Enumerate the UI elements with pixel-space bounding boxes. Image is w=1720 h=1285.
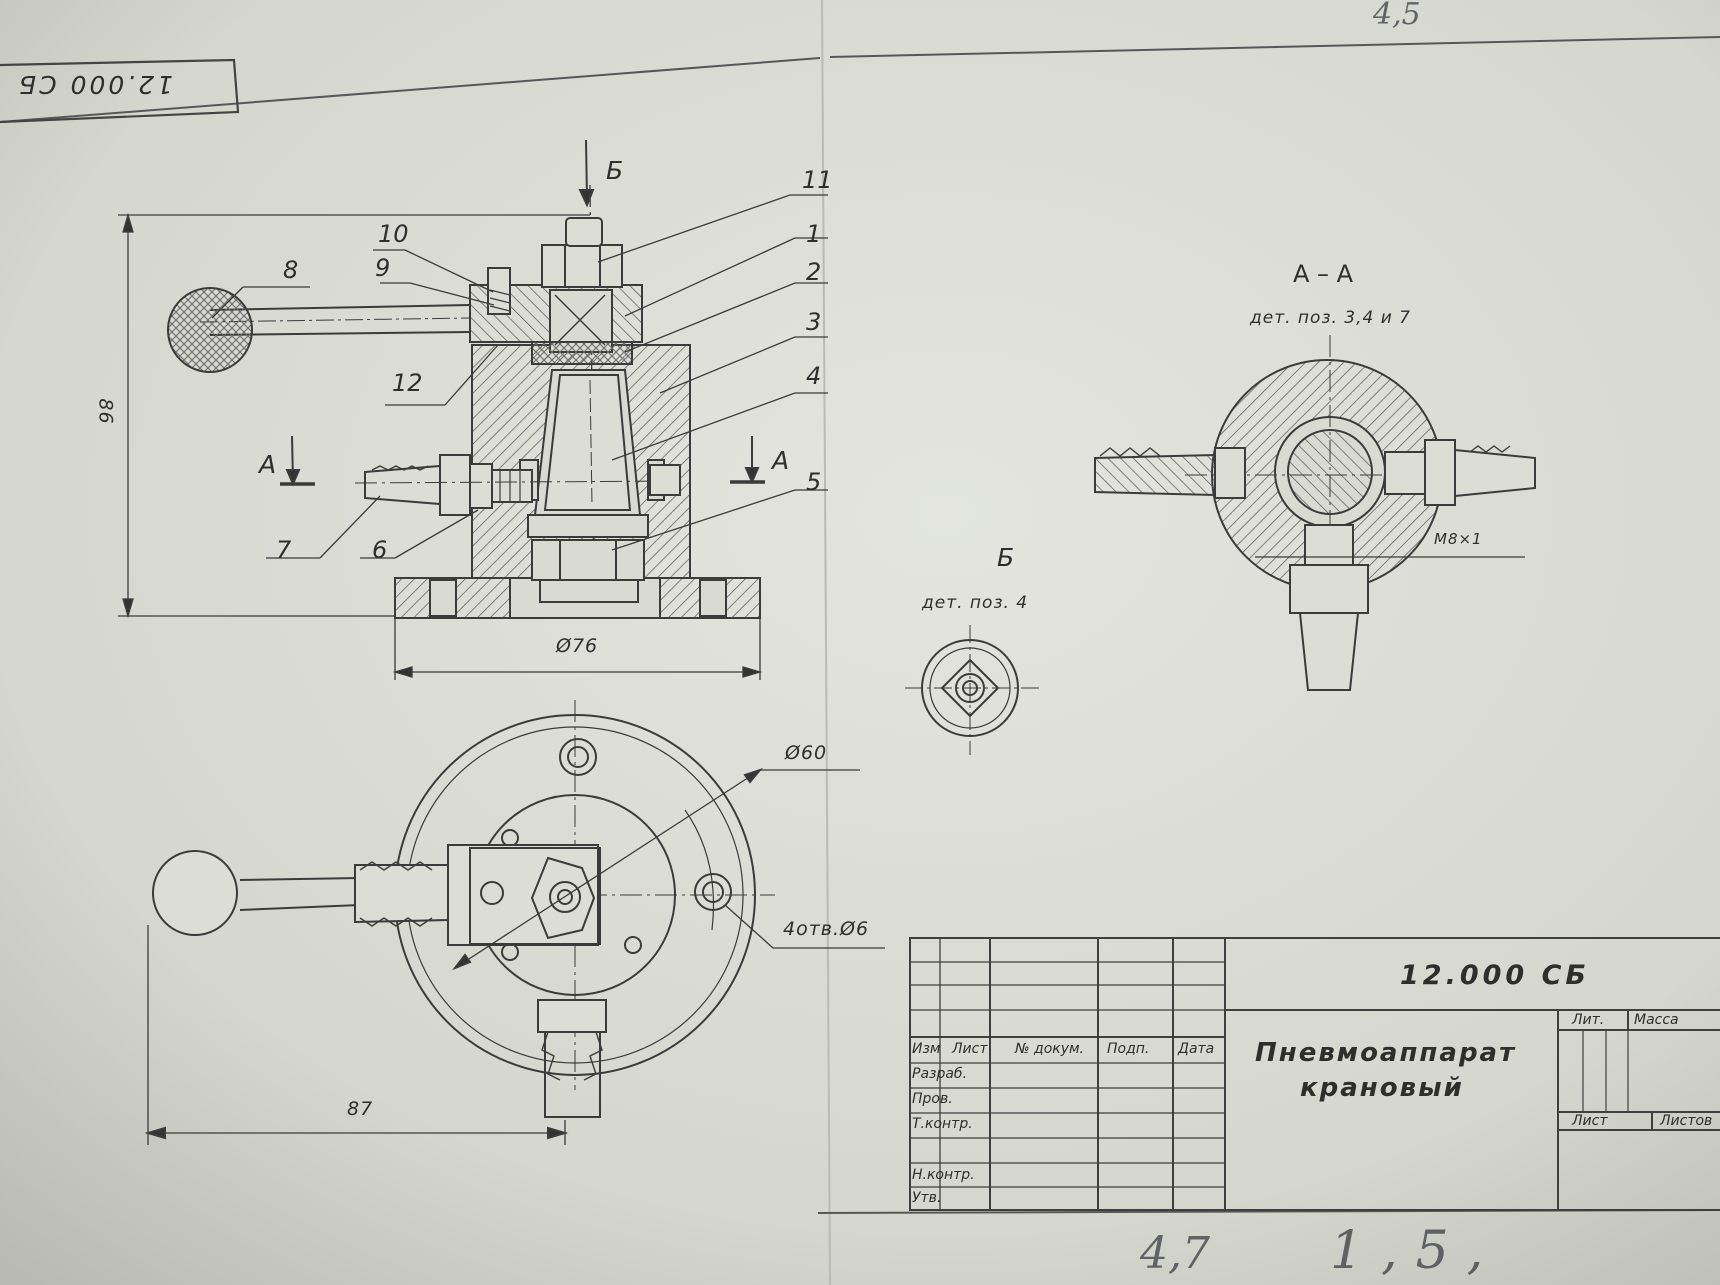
- plan-view: [144, 700, 885, 1145]
- balloon-9: 9: [375, 254, 391, 282]
- dim-diameter-60: Ø60: [785, 742, 828, 764]
- section-aa-title: А – А: [1293, 260, 1354, 288]
- col-list: Лист: [952, 1041, 988, 1057]
- frame-top-right: [829, 36, 1720, 58]
- balloon-2: 2: [806, 258, 822, 286]
- balloon-3: 3: [806, 308, 822, 336]
- row-nkontr: Н.контр.: [912, 1167, 975, 1183]
- row-prov: Пров.: [912, 1091, 953, 1107]
- view-b: [905, 625, 1040, 755]
- product-name-line1: Пневмоаппарат: [1255, 1038, 1517, 1068]
- product-name-line2: крановый: [1300, 1073, 1464, 1103]
- view-b-title: Б: [997, 543, 1015, 572]
- holes-note: 4отв.Ø6: [783, 918, 870, 940]
- section-aa-subtitle: дет. поз. 3,4 и 7: [1250, 308, 1411, 328]
- section-label-a-right: А: [772, 446, 790, 475]
- balloon-7: 7: [276, 536, 292, 564]
- balloon-4: 4: [806, 362, 822, 390]
- balloon-6: 6: [372, 536, 388, 564]
- bottom-handwritten-note-right: 1,5,: [1330, 1221, 1502, 1281]
- section-aa: [1094, 335, 1536, 691]
- main-view: [118, 139, 828, 680]
- balloon-1: 1: [806, 220, 822, 248]
- row-razrab: Разраб.: [912, 1066, 968, 1082]
- col-doc: № докум.: [1015, 1041, 1085, 1057]
- corner-code: 12.000 СБ: [16, 70, 174, 99]
- dim-length-87: 87: [347, 1098, 374, 1120]
- balloon-8: 8: [283, 256, 299, 284]
- bottom-handwritten-note-left: 4,7: [1140, 1228, 1210, 1279]
- row-utv: Утв.: [912, 1190, 942, 1206]
- title-block-code: 12.000 СБ: [1400, 960, 1590, 991]
- corner-code-box: [0, 58, 240, 124]
- col-sheets: Листов: [1660, 1113, 1713, 1129]
- dim-diameter-76: Ø76: [556, 635, 599, 657]
- view-b-subtitle: дет. поз. 4: [922, 593, 1029, 613]
- col-data: Дата: [1178, 1041, 1215, 1057]
- col-izm: Изм: [912, 1041, 941, 1057]
- thread-size: М8×1: [1434, 530, 1483, 548]
- balloon-12: 12: [392, 369, 423, 397]
- balloon-5: 5: [806, 468, 822, 496]
- title-block-lines: [909, 937, 1720, 1211]
- view-arrow-label-b: Б: [606, 156, 624, 185]
- frame-top-left: [0, 57, 821, 123]
- col-lit: Лит.: [1572, 1012, 1605, 1028]
- balloon-11: 11: [802, 166, 833, 194]
- balloon-10: 10: [378, 220, 409, 248]
- section-label-a-left: А: [259, 450, 277, 479]
- top-handwritten-note: 4,5: [1373, 0, 1421, 32]
- col-sheet: Лист: [1572, 1113, 1608, 1129]
- col-massa: Масса: [1634, 1012, 1679, 1028]
- col-podp: Подп.: [1107, 1041, 1150, 1057]
- row-tkontr: Т.контр.: [912, 1116, 973, 1132]
- fold-line: [821, 0, 831, 1285]
- dim-height: 86: [94, 398, 117, 425]
